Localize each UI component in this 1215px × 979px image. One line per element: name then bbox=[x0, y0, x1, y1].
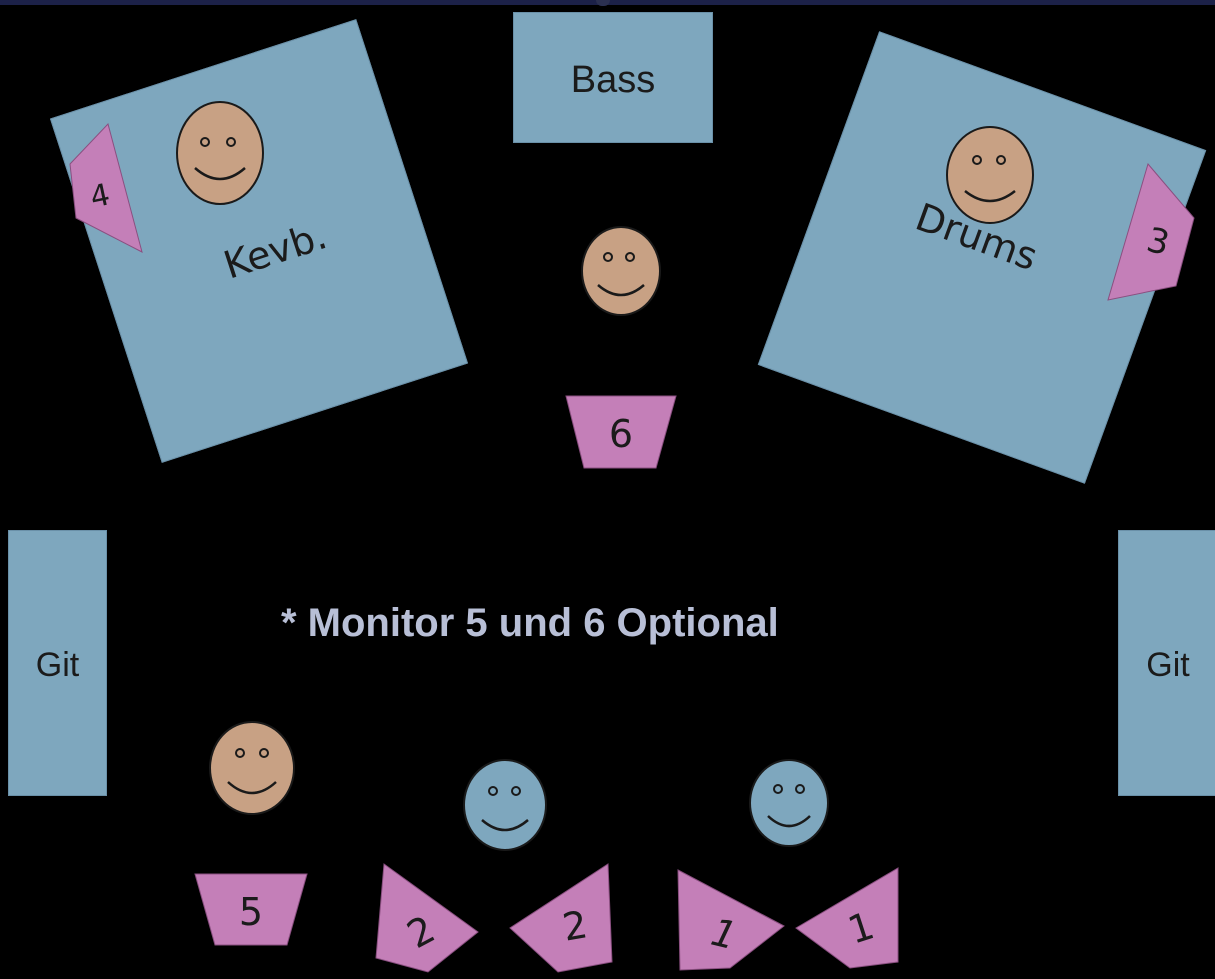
monitor-2-right-label: 2 bbox=[559, 902, 591, 950]
guitar-right-label: Git bbox=[1146, 646, 1190, 684]
bass-player-face bbox=[580, 225, 662, 317]
guitarist-left-face bbox=[208, 720, 296, 816]
monitor-1-left-label: 1 bbox=[706, 909, 742, 959]
monitor-3-label: 3 bbox=[1142, 219, 1174, 265]
monitor-5: 5 bbox=[193, 872, 309, 947]
keyboard-label: Kevb. bbox=[218, 213, 333, 288]
monitor-6-label: 6 bbox=[608, 412, 634, 456]
guitar-left-label: Git bbox=[35, 646, 80, 684]
monitor-2-right: 2 bbox=[508, 862, 614, 974]
vocalist-2-face bbox=[462, 758, 548, 852]
bass-label: Bass bbox=[570, 59, 656, 101]
monitor-6: 6 bbox=[564, 394, 678, 470]
drummer-face bbox=[945, 125, 1035, 225]
monitor-4: 4 bbox=[66, 118, 146, 258]
monitor-3: 3 bbox=[1104, 160, 1196, 304]
bass-area: Bass bbox=[513, 12, 713, 143]
monitor-2-left-label: 2 bbox=[399, 906, 443, 958]
guitar-right-area: Git bbox=[1118, 530, 1215, 796]
top-notch bbox=[596, 0, 610, 6]
monitor-4-label: 4 bbox=[87, 176, 113, 216]
monitor-1-right-label: 1 bbox=[842, 903, 880, 953]
keyboard-player-face bbox=[175, 100, 265, 206]
optional-monitors-note: * Monitor 5 und 6 Optional bbox=[281, 601, 779, 645]
monitor-1-right: 1 bbox=[792, 866, 902, 970]
monitor-2-left: 2 bbox=[372, 862, 482, 974]
vocalist-1-face bbox=[748, 758, 830, 848]
monitor-1-left: 1 bbox=[676, 868, 788, 972]
monitor-5-label: 5 bbox=[238, 889, 264, 934]
guitar-left-area: Git bbox=[8, 530, 107, 796]
